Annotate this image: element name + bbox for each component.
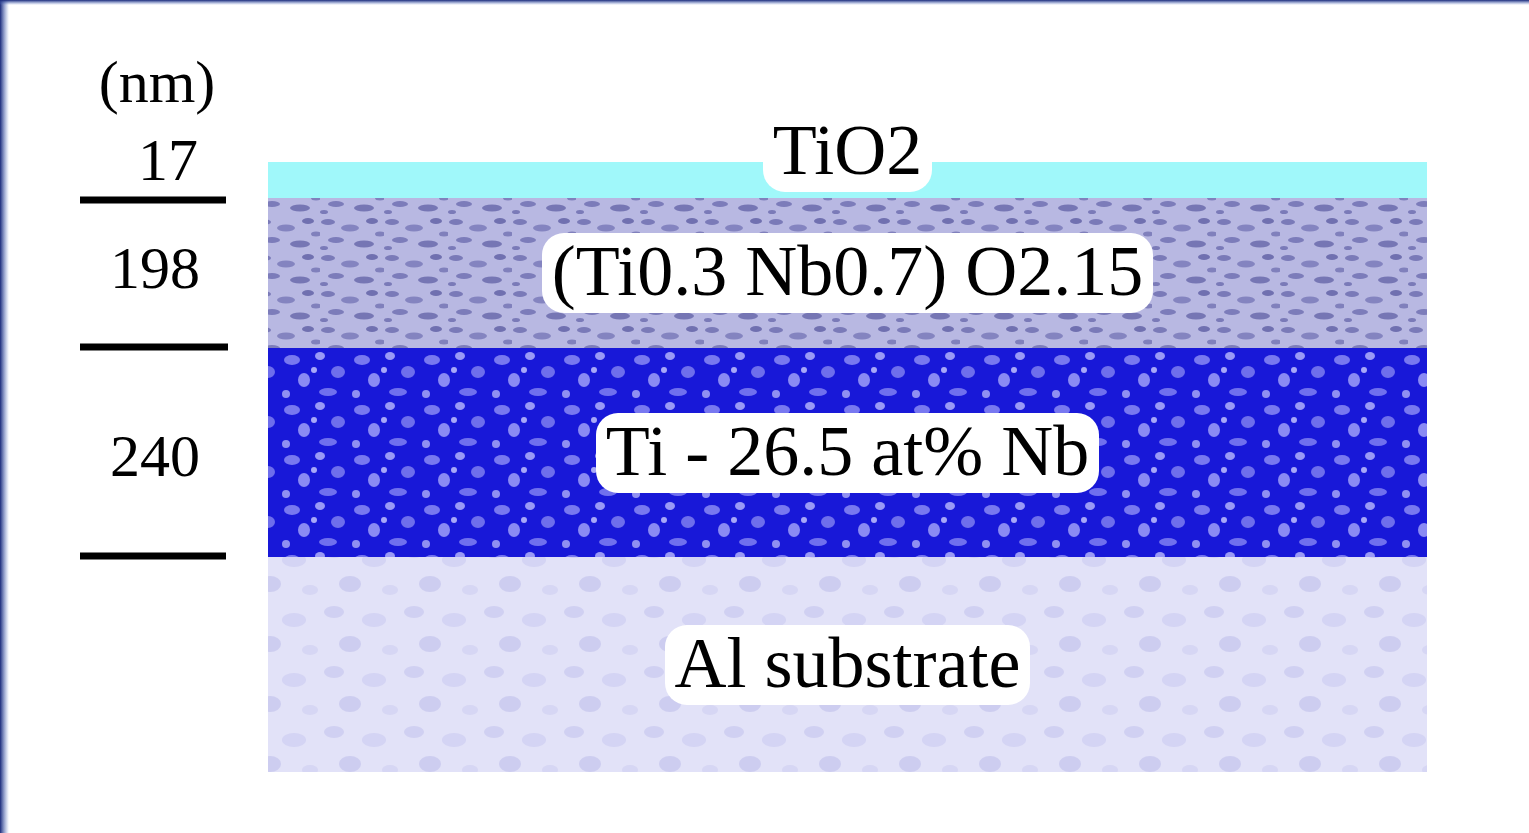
unit-label: (nm): [99, 52, 216, 112]
layer-name: Ti - 26.5 at% Nb: [596, 413, 1099, 493]
layer-band: (Ti0.3 Nb0.7) O2.15: [268, 198, 1427, 348]
thickness-label: 17: [138, 130, 198, 190]
layer-name: (Ti0.3 Nb0.7) O2.15: [542, 233, 1153, 313]
layer-band: TiO2: [268, 112, 1427, 198]
layer-name: TiO2: [763, 112, 932, 192]
thickness-label: 198: [110, 238, 200, 298]
layer-name: Al substrate: [665, 625, 1031, 705]
layer-band: Al substrate: [268, 557, 1427, 772]
layer-band: Ti - 26.5 at% Nb: [268, 348, 1427, 557]
thickness-label: 240: [110, 426, 200, 486]
